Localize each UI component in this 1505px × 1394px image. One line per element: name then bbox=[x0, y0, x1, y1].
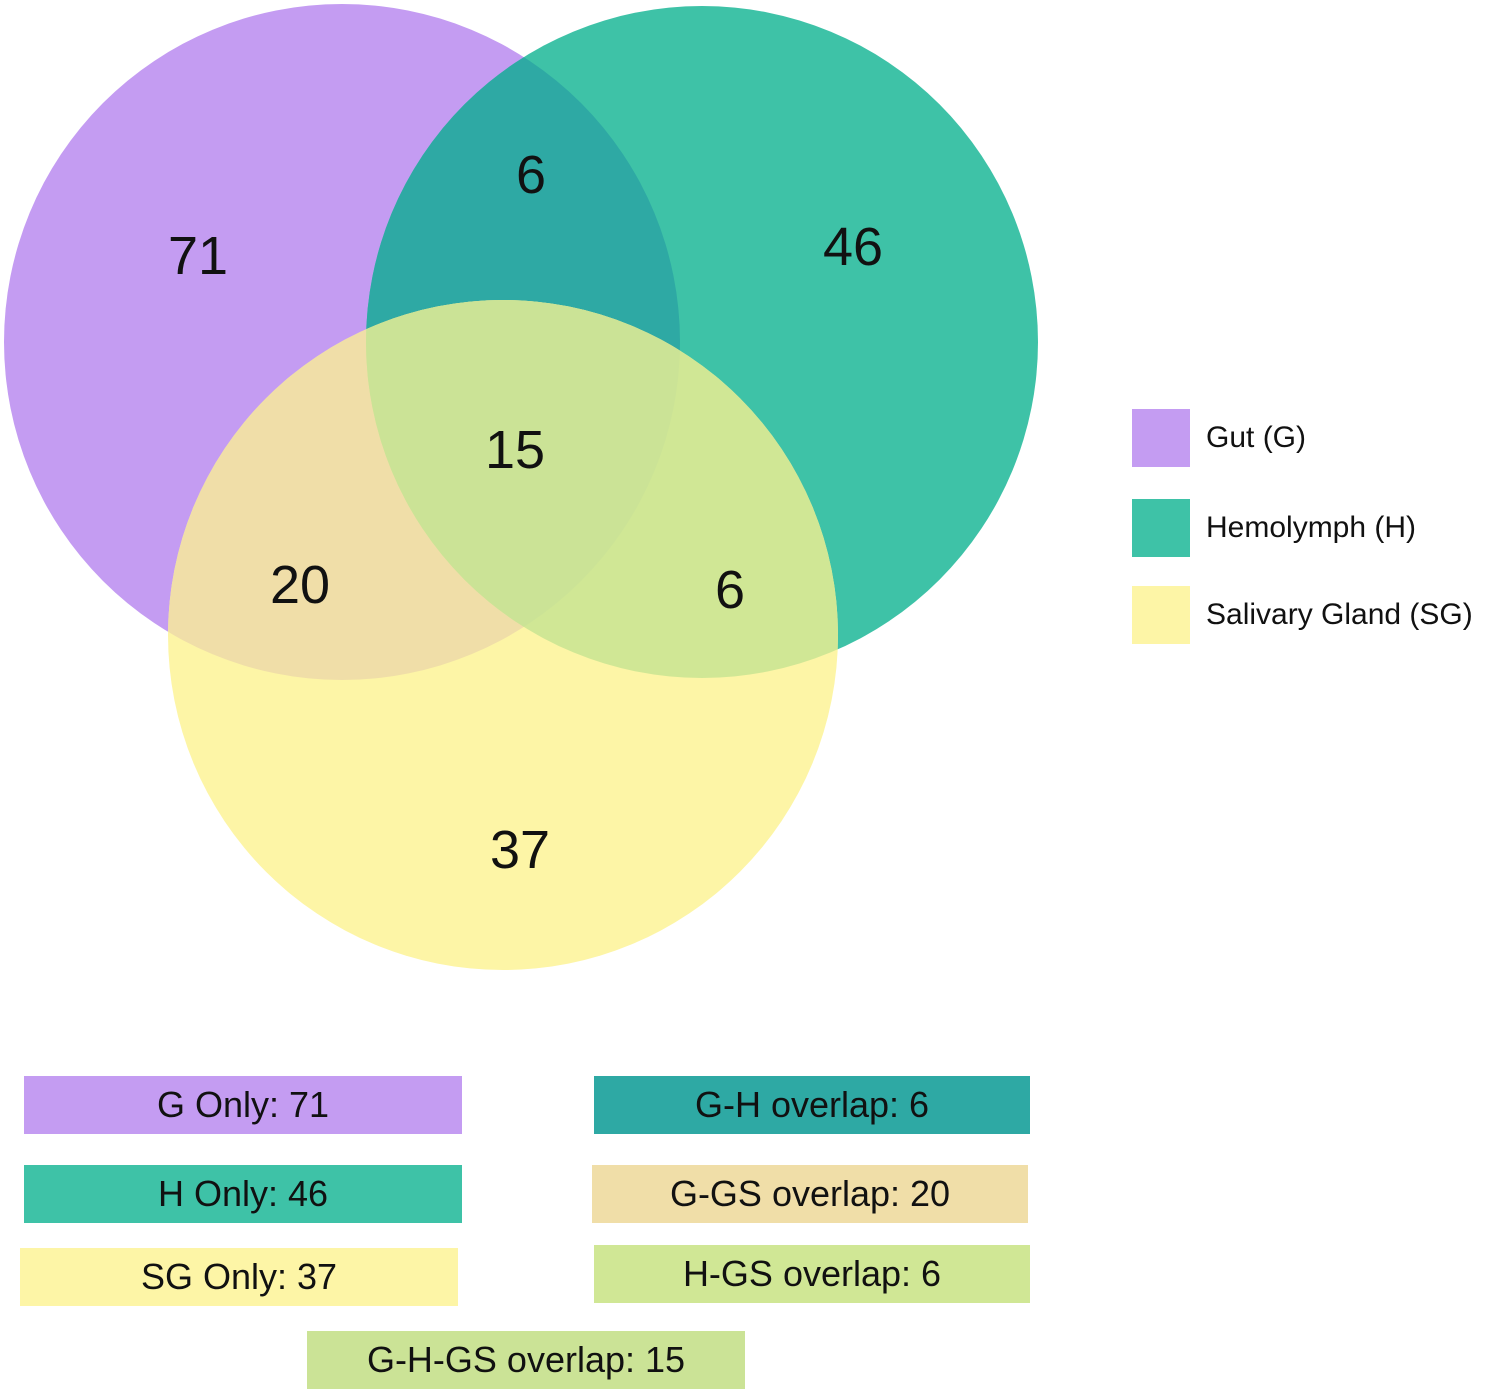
summary-h-only: H Only: 46 bbox=[24, 1165, 462, 1223]
h-only-count: 46 bbox=[822, 217, 884, 277]
venn-diagram bbox=[4, 4, 1038, 970]
summary-sg-only: SG Only: 37 bbox=[20, 1248, 458, 1306]
legend-label-salivary-gland: Salivary Gland (SG) bbox=[1206, 598, 1473, 631]
summary-g-only: G Only: 71 bbox=[24, 1076, 462, 1134]
summary-h-gs-overlap: H-GS overlap: 6 bbox=[594, 1245, 1030, 1303]
summary-g-h-gs-overlap: G-H-GS overlap: 15 bbox=[307, 1331, 745, 1389]
h-sg-count: 6 bbox=[714, 560, 746, 620]
g-h-count: 6 bbox=[515, 145, 547, 205]
legend-label-hemolymph: Hemolymph (H) bbox=[1206, 511, 1417, 544]
legend-item-hemolymph: Hemolymph (H) bbox=[1132, 498, 1416, 558]
sg-only-count: 37 bbox=[489, 820, 551, 880]
legend-item-salivary-gland: Salivary Gland (SG) bbox=[1132, 585, 1473, 645]
legend-item-gut: Gut (G) bbox=[1132, 408, 1306, 468]
legend-swatch-salivary-gland bbox=[1132, 586, 1190, 644]
g-only-count: 71 bbox=[167, 226, 229, 286]
legend-swatch-hemolymph bbox=[1132, 499, 1190, 557]
g-sg-count: 20 bbox=[269, 555, 331, 615]
summary-g-h-overlap: G-H overlap: 6 bbox=[594, 1076, 1030, 1134]
g-h-sg-count: 15 bbox=[484, 420, 546, 480]
summary-g-gs-overlap: G-GS overlap: 20 bbox=[592, 1165, 1028, 1223]
legend-label-gut: Gut (G) bbox=[1206, 421, 1307, 454]
legend-swatch-gut bbox=[1132, 409, 1190, 467]
